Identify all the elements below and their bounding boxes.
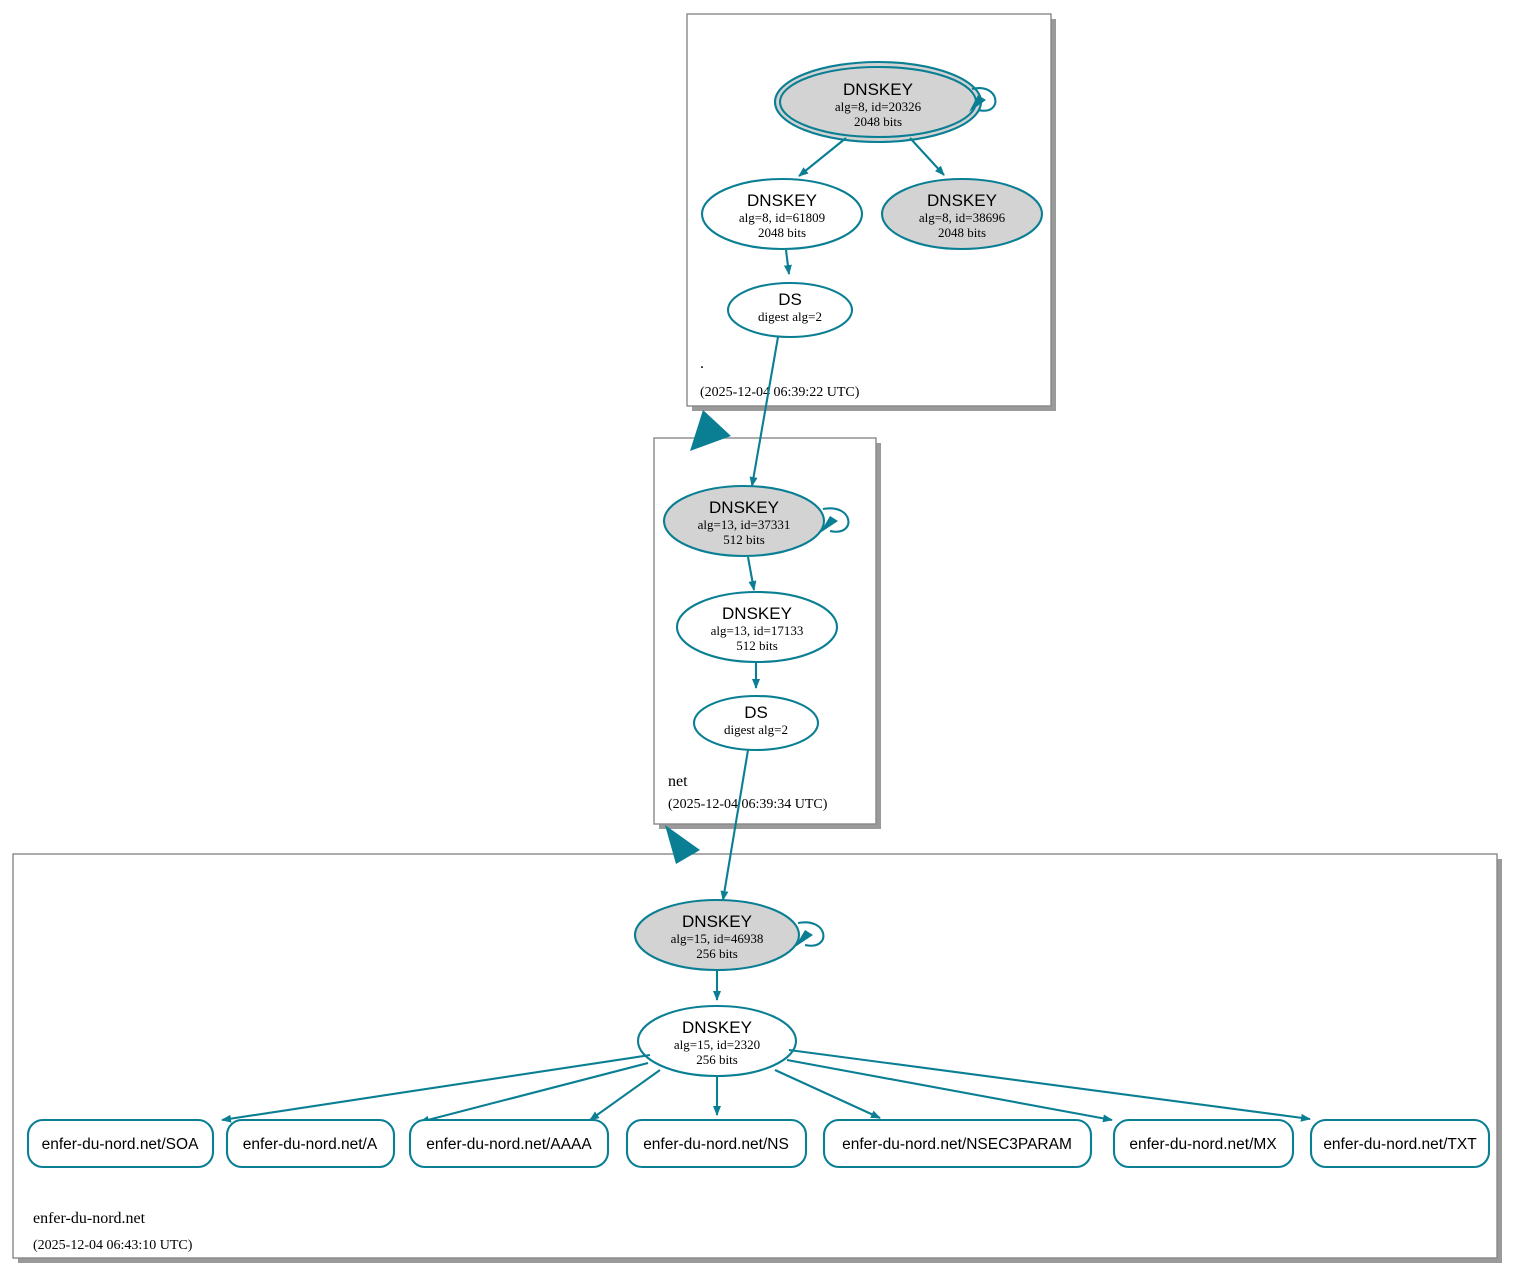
node-dnskey-46938[interactable]: DNSKEY alg=15, id=46938 256 bits — [633, 898, 825, 972]
edge-zsk61809-to-ds — [783, 249, 792, 275]
zone-cluster-enfer-du-nord: DNSKEY alg=15, id=46938 256 bits DNSKEY … — [12, 853, 1502, 1263]
zone-label-net: net — [668, 773, 688, 790]
node-title: DNSKEY — [682, 912, 752, 931]
node-title: DS — [744, 703, 768, 722]
node-ds-net[interactable]: DS digest alg=2 — [692, 694, 820, 752]
node-size: 2048 bits — [854, 114, 902, 129]
node-size: 512 bits — [736, 638, 778, 653]
node-ellipse — [692, 694, 820, 752]
rrset-rect — [625, 1118, 808, 1169]
node-title: DNSKEY — [843, 80, 913, 99]
node-ellipse — [675, 590, 839, 664]
rrset-label: enfer-du-nord.net/MX — [1129, 1136, 1277, 1153]
edge-zsk-to-mx — [786, 1058, 1113, 1123]
node-ellipse — [633, 898, 801, 972]
zone-timestamp-child: (2025-12-04 06:43:10 UTC) — [33, 1238, 193, 1253]
rrset-box-nsec3param[interactable]: enfer-du-nord.net/NSEC3PARAM — [822, 1118, 1093, 1169]
rrset-label: enfer-du-nord.net/SOA — [42, 1136, 199, 1153]
self-sign-arrowhead — [795, 930, 813, 947]
node-params: alg=8, id=20326 — [835, 99, 922, 114]
node-dnskey-17133[interactable]: DNSKEY alg=13, id=17133 512 bits — [675, 590, 839, 664]
node-params: alg=15, id=2320 — [674, 1037, 760, 1052]
rrset-rect — [1112, 1118, 1295, 1169]
node-title: DNSKEY — [709, 498, 779, 517]
node-dnskey-38696[interactable]: DNSKEY alg=8, id=38696 2048 bits — [880, 177, 1044, 251]
rrset-box-aaaa[interactable]: enfer-du-nord.net/AAAA — [408, 1118, 610, 1169]
node-params: alg=15, id=46938 — [671, 931, 764, 946]
node-dnskey-61809[interactable]: DNSKEY alg=8, id=61809 2048 bits — [700, 177, 864, 251]
rrset-rect — [225, 1118, 396, 1169]
rrset-rect — [822, 1118, 1093, 1169]
node-title: DNSKEY — [747, 191, 817, 210]
rrset-label: enfer-du-nord.net/A — [243, 1136, 378, 1153]
node-params: alg=8, id=61809 — [739, 210, 825, 225]
rrset-label: enfer-du-nord.net/NSEC3PARAM — [842, 1136, 1072, 1153]
rrset-label: enfer-du-nord.net/TXT — [1323, 1136, 1477, 1153]
edge-zsk-to-a — [419, 1061, 649, 1124]
edge-zsk-to-aaaa — [589, 1069, 661, 1121]
zone-timestamp-net: (2025-12-04 06:39:34 UTC) — [668, 797, 828, 812]
zone-cluster-net: DNSKEY alg=13, id=37331 512 bits DNSKEY … — [653, 437, 881, 829]
rrset-rect — [408, 1118, 610, 1169]
zone-cluster-root: DNSKEY alg=8, id=20326 2048 bits DNSKEY … — [686, 13, 1056, 411]
node-params: digest alg=2 — [758, 309, 822, 324]
node-title: DNSKEY — [682, 1018, 752, 1037]
zone-label-child: enfer-du-nord.net — [33, 1210, 146, 1227]
rrset-box-mx[interactable]: enfer-du-nord.net/MX — [1112, 1118, 1295, 1169]
self-sign-loop — [797, 921, 825, 947]
edge-ksk-to-zsk38696 — [909, 137, 945, 176]
node-params: digest alg=2 — [724, 722, 788, 737]
edge-rootds-to-netksk — [749, 336, 780, 487]
rrset-rect — [1309, 1118, 1491, 1169]
node-title: DS — [778, 290, 802, 309]
node-dnskey-20326[interactable]: DNSKEY alg=8, id=20326 2048 bits — [773, 60, 997, 144]
rrset-label: enfer-du-nord.net/AAAA — [426, 1136, 592, 1153]
edge-zsk-to-nsec3param — [774, 1069, 881, 1119]
edge-ksk-to-zsk61809 — [798, 137, 847, 177]
rrset-box-a[interactable]: enfer-du-nord.net/A — [225, 1118, 396, 1169]
node-ellipse — [726, 281, 854, 339]
zone-label-root: . — [700, 355, 704, 372]
self-sign-loop — [822, 507, 850, 533]
node-size: 256 bits — [696, 1052, 738, 1067]
node-ellipse — [880, 177, 1044, 251]
self-sign-arrowhead — [969, 95, 986, 112]
edge-netds-to-childksk — [720, 749, 750, 901]
delegation-arrow-net-to-child — [665, 825, 700, 864]
node-ellipse — [662, 484, 826, 558]
rrset-label: enfer-du-nord.net/NS — [643, 1136, 789, 1153]
node-title: DNSKEY — [927, 191, 997, 210]
node-ellipse — [636, 1004, 798, 1078]
edge-zsk-to-txt — [788, 1048, 1311, 1122]
rrset-box-soa[interactable]: enfer-du-nord.net/SOA — [26, 1118, 215, 1169]
self-sign-loop — [971, 87, 997, 112]
rrset-box-txt[interactable]: enfer-du-nord.net/TXT — [1309, 1118, 1491, 1169]
node-ds-root[interactable]: DS digest alg=2 — [726, 281, 854, 339]
node-size: 2048 bits — [938, 225, 986, 240]
node-size: 2048 bits — [758, 225, 806, 240]
rrset-box-ns[interactable]: enfer-du-nord.net/NS — [625, 1118, 808, 1169]
node-params: alg=13, id=37331 — [698, 517, 791, 532]
rrset-rect — [26, 1118, 215, 1169]
node-params: alg=8, id=38696 — [919, 210, 1006, 225]
edge-zsk-to-soa — [221, 1053, 651, 1123]
node-size: 256 bits — [696, 946, 738, 961]
node-params: alg=13, id=17133 — [711, 623, 804, 638]
node-title: DNSKEY — [722, 604, 792, 623]
node-dnskey-2320[interactable]: DNSKEY alg=15, id=2320 256 bits — [636, 1004, 798, 1078]
self-sign-arrowhead — [820, 516, 838, 533]
node-size: 512 bits — [723, 532, 765, 547]
edge-netksk-to-netzsk — [746, 556, 757, 591]
node-dnskey-37331[interactable]: DNSKEY alg=13, id=37331 512 bits — [662, 484, 850, 558]
delegation-arrow-root-to-net — [690, 410, 731, 451]
node-ellipse — [700, 177, 864, 251]
zone-timestamp-root: (2025-12-04 06:39:22 UTC) — [700, 385, 860, 400]
